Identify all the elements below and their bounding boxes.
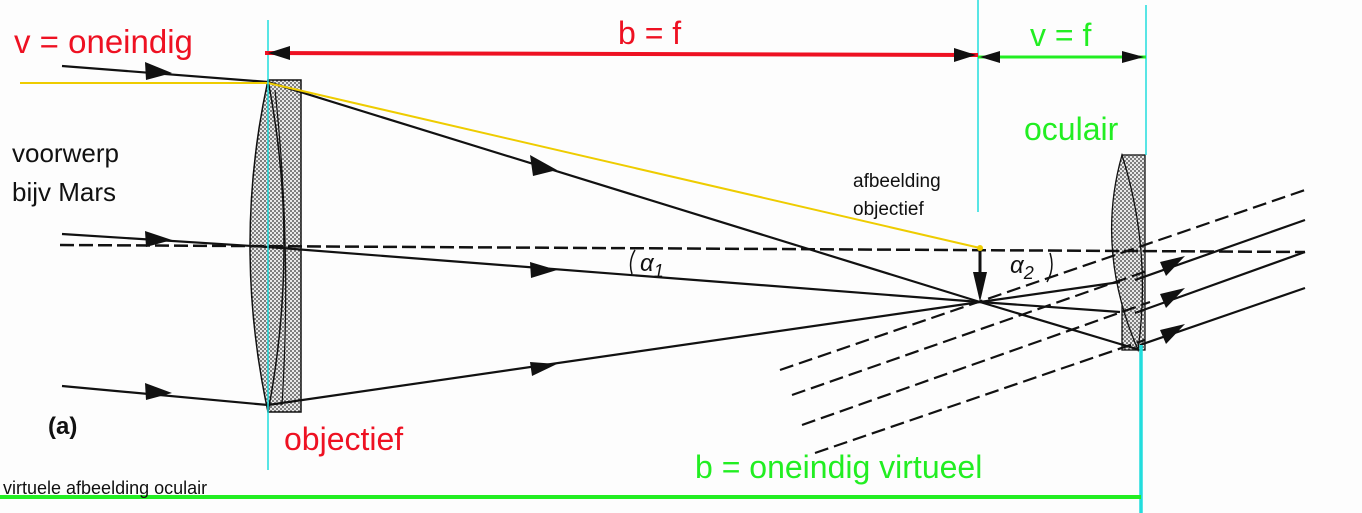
angle-alpha1-arc (629, 249, 636, 275)
image-arrow-icon (973, 248, 987, 302)
v-oneindig-label: v = oneindig (14, 23, 193, 60)
virtual-rays (779, 188, 1306, 455)
virtuele-afbeelding-label: virtuele afbeelding oculair (3, 478, 207, 498)
alpha2-label: α2 (1010, 252, 1034, 283)
optical-axis (59, 243, 1306, 254)
v-f-label: v = f (1030, 17, 1091, 53)
dimension-b-f (264, 46, 979, 62)
yellow-ray (20, 82, 981, 249)
alpha1-label: α1 (640, 250, 664, 281)
bijv-mars-label: bijv Mars (12, 177, 116, 207)
dimension-v-f (978, 51, 1146, 63)
eyepiece-lens (1110, 152, 1146, 353)
b-f-label: b = f (618, 15, 681, 51)
cyan-markers (267, 0, 1147, 513)
figure-a-label: (a) (48, 413, 77, 440)
oculair-label: oculair (1024, 111, 1119, 147)
voorwerp-label: voorwerp (12, 138, 119, 168)
angle-alpha2-arc (1046, 252, 1053, 283)
ray-arrow-icons (145, 62, 1185, 400)
b-oneindig-virtueel-label: b = oneindig virtueel (695, 449, 982, 485)
objectief-label: objectief (284, 421, 403, 457)
afbeelding-label: afbeelding (853, 171, 941, 192)
objectief-small-label: objectief (853, 199, 924, 220)
